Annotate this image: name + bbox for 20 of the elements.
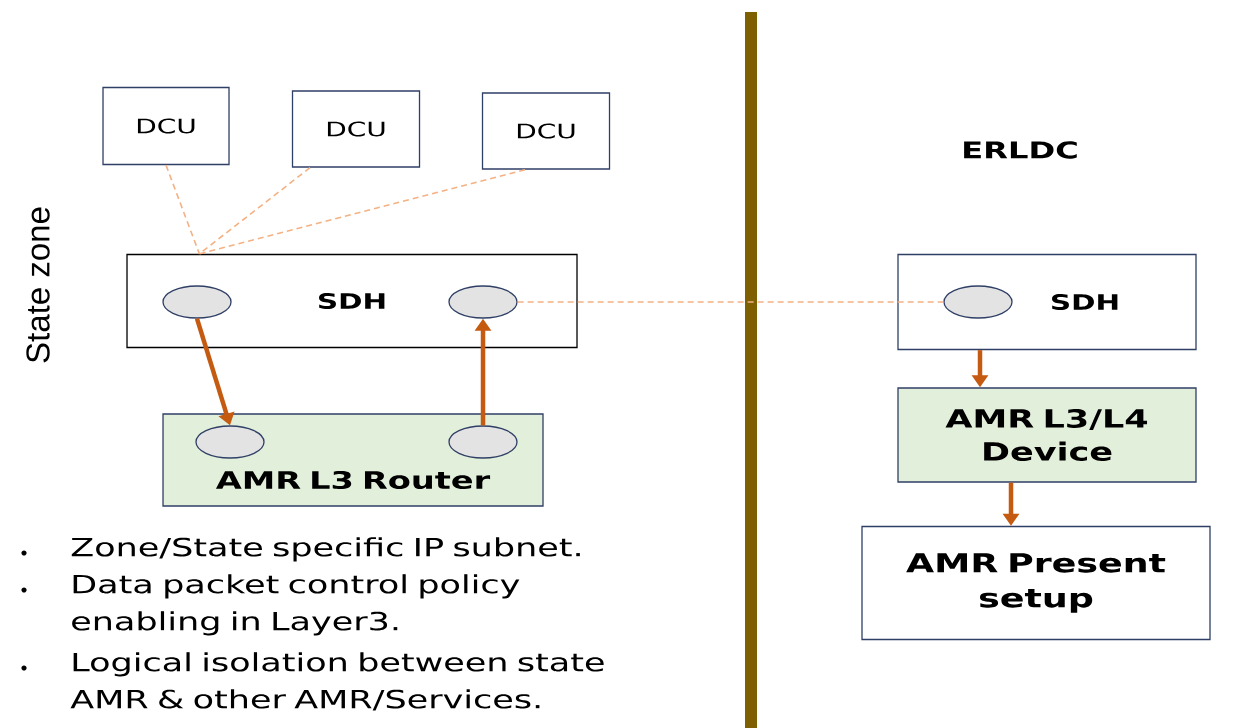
bullet-item: Zone/State specific IP subnet. [21,537,580,562]
device-box: AMR L3/L4 Device [897,387,1197,483]
connector [516,301,945,303]
node-box: SDH [897,253,1197,351]
port-ellipse [162,285,232,319]
bullet-item: Data packet control policy enabling in Layer3. [21,574,520,636]
bullet-item: Logical isolation between state AMR & other AMR/Services. [21,652,604,711]
zone-label: State zone [26,207,50,363]
unit-box: DCU [291,90,421,168]
unit-box: DCU [102,86,230,166]
connector [165,164,201,255]
port-ellipse [448,425,518,459]
connector [198,168,526,255]
setup-box: AMR Present setup [861,525,1211,641]
node-box: SDH [126,253,578,349]
unit-box: DCU [481,92,611,170]
port-ellipse [195,425,265,459]
zone-heading: ERLDC [964,141,1077,159]
port-ellipse [943,285,1013,319]
port-ellipse [448,285,518,319]
